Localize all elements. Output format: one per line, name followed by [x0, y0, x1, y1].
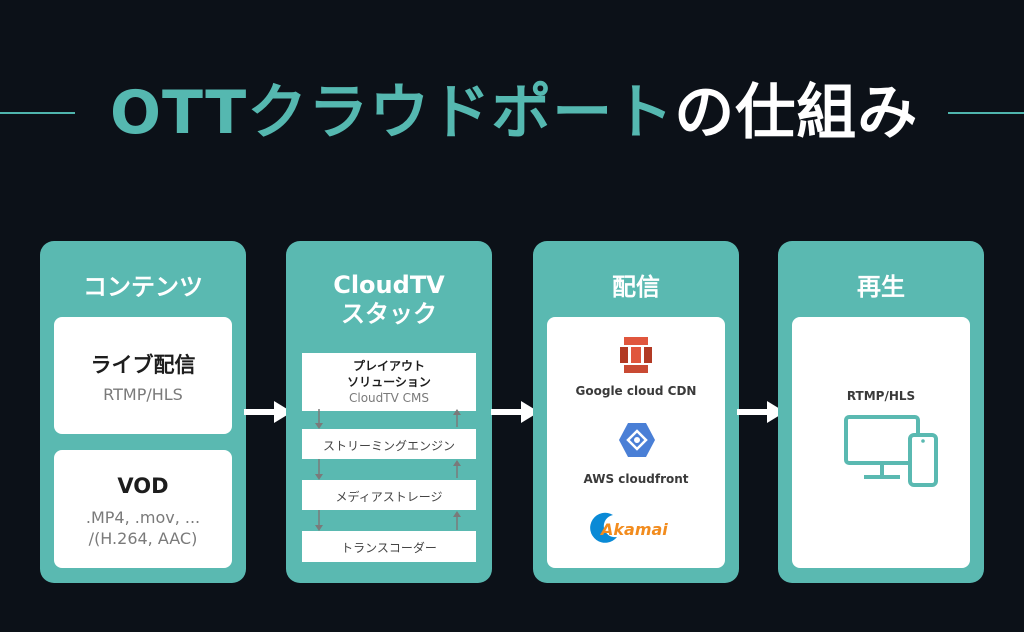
playback-card: RTMP/HLS	[792, 317, 970, 568]
cdn1-label: Google cloud CDN	[575, 384, 697, 398]
akamai-logo: Akamai	[587, 509, 687, 549]
transcoder-label: トランスコーダー	[341, 541, 437, 555]
delivery-card: Google cloud CDN AWS cloudfront Akamai	[547, 317, 725, 568]
playback-protocol: RTMP/HLS	[846, 389, 916, 403]
playback-column: 再生 RTMP/HLS	[778, 241, 984, 583]
page-title-accent: OTTクラウドポート	[110, 78, 675, 148]
storage-layer: メディアストレージ	[302, 480, 476, 510]
live-protocol: RTMP/HLS	[103, 385, 183, 404]
vod-formats: .MP4, .mov, ...	[85, 508, 201, 527]
title-decoration-left	[0, 112, 75, 114]
up-arrowhead	[453, 511, 461, 517]
aws-icon	[620, 337, 652, 373]
vod-title: VOD	[117, 474, 169, 498]
arrow-right-icon	[491, 401, 539, 423]
live-card: ライブ配信 RTMP/HLS	[54, 317, 232, 434]
devices-illustration	[844, 415, 938, 487]
cdn2-label: AWS cloudfront	[583, 472, 689, 486]
streaming-layer: ストリーミングエンジン	[302, 429, 476, 459]
monitor-icon	[844, 415, 920, 479]
gcp-icon	[619, 423, 655, 457]
akamai-wordmark: Akamai	[601, 520, 668, 539]
arrow-right-icon	[244, 401, 292, 423]
playout-label-line1: プレイアウト	[352, 359, 425, 373]
up-arrowhead	[453, 460, 461, 466]
title-row: OTTクラウドポートの仕組み	[0, 68, 1024, 158]
page-title: OTTクラウドポートの仕組み	[110, 74, 918, 152]
akamai-swoosh-icon	[590, 512, 617, 543]
delivery-column: 配信 Google cloud CDN AWS cloudfront Akama…	[533, 241, 739, 583]
playout-sub-label: CloudTV CMS	[349, 391, 429, 405]
playback-title: 再生	[857, 273, 905, 301]
live-title: ライブ配信	[90, 353, 196, 377]
stack-title-line2: スタック	[341, 300, 437, 328]
playout-layer: プレイアウト ソリューション CloudTV CMS	[302, 353, 476, 411]
transcoder-layer: トランスコーダー	[302, 531, 476, 562]
contents-column: コンテンツ ライブ配信 RTMP/HLS VOD .MP4, .mov, ...…	[40, 241, 246, 583]
vod-card: VOD .MP4, .mov, ... /(H.264, AAC)	[54, 450, 232, 568]
stack-title-line1: CloudTV	[333, 271, 445, 299]
stack-column: CloudTV スタック プレイアウト ソリューション CloudTV CMS …	[286, 241, 492, 583]
streaming-label: ストリーミングエンジン	[322, 439, 455, 453]
phone-icon	[908, 433, 938, 487]
playout-label-line2: ソリューション	[347, 375, 431, 389]
contents-title: コンテンツ	[83, 273, 203, 301]
title-decoration-right	[948, 112, 1024, 114]
arrow-right-icon	[737, 401, 785, 423]
storage-label: メディアストレージ	[335, 490, 443, 504]
page-title-rest: の仕組み	[674, 78, 919, 148]
delivery-title: 配信	[612, 273, 660, 301]
vod-codecs: /(H.264, AAC)	[88, 529, 198, 548]
